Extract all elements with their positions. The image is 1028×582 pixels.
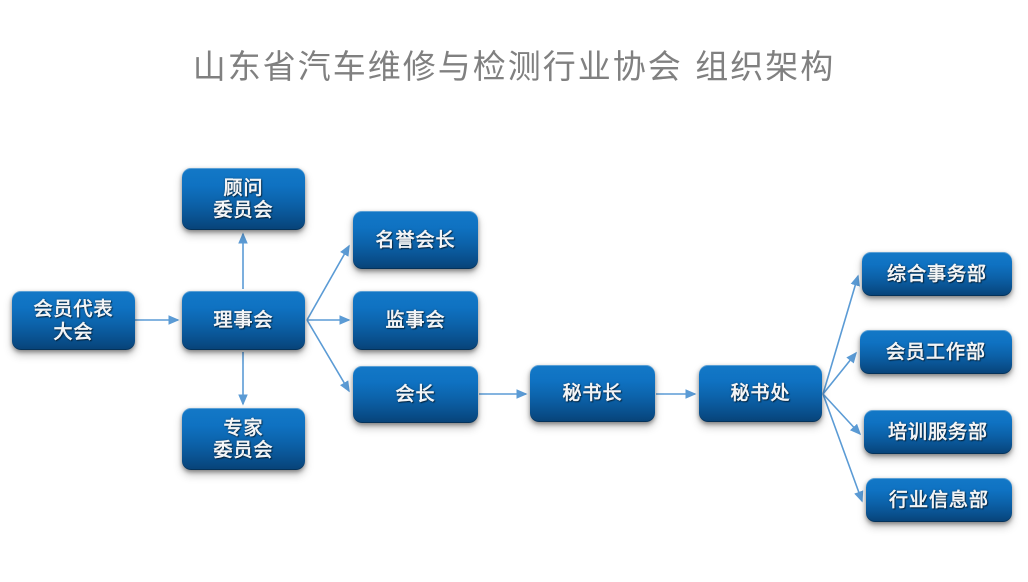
node-label-supervisory: 监事会 [385,309,446,332]
node-general-affairs[interactable]: 综合事务部 [862,252,1012,296]
connector-council-to-honorary-pres [306,244,350,321]
node-label-advisory-cmte: 顾问 委员会 [213,176,274,221]
node-label-member-work: 会员工作部 [885,340,986,363]
node-council[interactable]: 理事会 [182,291,305,350]
node-advisory-cmte[interactable]: 顾问 委员会 [182,168,305,230]
connector-secretariat-to-training-service [822,393,862,436]
page-title: 山东省汽车维修与检测行业协会 组织架构 [192,47,836,86]
node-label-industry-info: 行业信息部 [888,488,989,511]
node-member-assembly[interactable]: 会员代表 大会 [12,291,135,350]
node-label-secretary-general: 秘书长 [562,382,623,405]
connector-secretariat-to-member-work [822,351,858,395]
node-label-general-affairs: 综合事务部 [886,262,987,285]
node-secretary-general[interactable]: 秘书长 [530,365,655,422]
node-supervisory[interactable]: 监事会 [353,291,478,350]
node-training-service[interactable]: 培训服务部 [864,410,1012,454]
node-label-expert-cmte: 专家 委员会 [213,416,274,461]
node-label-council: 理事会 [213,309,274,332]
connector-secretariat-to-general-affairs [822,274,860,395]
node-label-member-assembly: 会员代表 大会 [33,298,114,343]
connector-secretariat-to-industry-info [822,393,864,503]
node-secretariat[interactable]: 秘书处 [699,365,822,422]
node-member-work[interactable]: 会员工作部 [860,330,1012,374]
node-president[interactable]: 会长 [353,366,478,423]
connector-council-to-president [306,319,350,393]
node-expert-cmte[interactable]: 专家 委员会 [182,408,305,470]
node-industry-info[interactable]: 行业信息部 [866,478,1012,522]
node-label-president: 会长 [395,383,436,406]
node-label-secretariat: 秘书处 [730,382,791,405]
node-honorary-pres[interactable]: 名誉会长 [353,211,478,269]
node-label-training-service: 培训服务部 [887,420,988,443]
node-label-honorary-pres: 名誉会长 [375,228,456,251]
